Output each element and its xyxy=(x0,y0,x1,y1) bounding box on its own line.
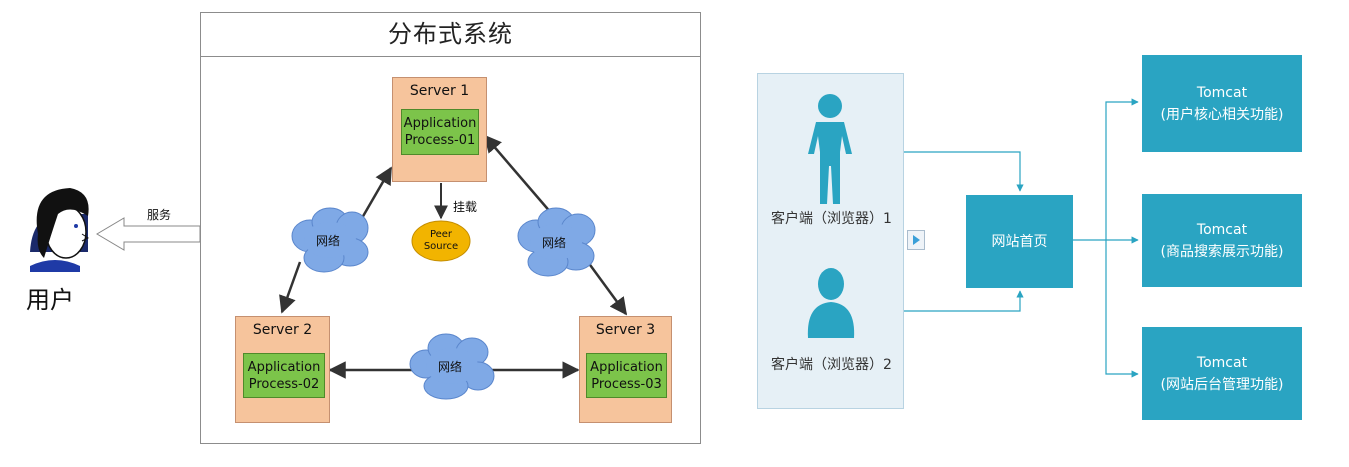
server-label: Server 3 xyxy=(595,322,656,338)
service-arrow xyxy=(96,217,201,251)
server-1: Server 1 Application Process-01 xyxy=(392,77,487,182)
server-2: Server 2 Application Process-02 xyxy=(235,316,330,423)
cloud-s1-arrow xyxy=(483,134,553,215)
play-icon[interactable] xyxy=(907,230,925,250)
distributed-system-frame xyxy=(200,12,701,444)
network-cloud-bottom xyxy=(409,333,495,400)
client-2-label: 客户端（浏览器）2 xyxy=(771,357,892,373)
user-label: 用户 xyxy=(26,286,74,314)
network-label-left: 网络 xyxy=(316,234,341,248)
homepage-tomcat1-connector xyxy=(1105,98,1139,240)
application-process: Application Process-01 xyxy=(401,109,479,155)
tomcat-desc: (用户核心相关功能) xyxy=(1160,106,1284,123)
cloud-s3-arrow xyxy=(583,257,628,316)
person-silhouette-icon xyxy=(807,268,855,338)
tomcat-desc: (商品搜索展示功能) xyxy=(1160,243,1284,260)
homepage-tomcat3-connector xyxy=(1105,240,1139,378)
network-label-bottom: 网络 xyxy=(438,360,463,374)
user-head-icon xyxy=(30,188,89,272)
network-label-right: 网络 xyxy=(542,236,567,250)
client2-homepage-connector xyxy=(858,290,1024,312)
tomcat-name: Tomcat xyxy=(1196,84,1248,101)
tomcat-desc: (网站后台管理功能) xyxy=(1160,376,1284,393)
tomcat-box-1: Tomcat (用户核心相关功能) xyxy=(1142,55,1302,152)
person-icon xyxy=(808,94,852,204)
network-cloud-right xyxy=(517,207,596,277)
tomcat-box-3: Tomcat (网站后台管理功能) xyxy=(1142,327,1302,420)
homepage-label: 网站首页 xyxy=(991,233,1048,250)
application-process: Application Process-03 xyxy=(586,353,667,398)
tomcat-name: Tomcat xyxy=(1196,221,1248,238)
homepage-box: 网站首页 xyxy=(966,195,1073,288)
peer-source-label: Peer Source xyxy=(423,229,459,252)
diagram-title: 分布式系统 xyxy=(388,20,513,48)
server-label: Server 1 xyxy=(409,83,470,99)
mount-label: 挂载 xyxy=(453,200,478,214)
title-bar xyxy=(200,12,701,57)
server-3: Server 3 Application Process-03 xyxy=(579,316,672,423)
server-label: Server 2 xyxy=(252,322,313,338)
tomcat-name: Tomcat xyxy=(1196,354,1248,371)
client1-homepage-connector xyxy=(858,151,1024,192)
application-process: Application Process-02 xyxy=(243,353,325,398)
service-label: 服务 xyxy=(147,208,172,222)
tomcat-box-2: Tomcat (商品搜索展示功能) xyxy=(1142,194,1302,287)
client-1-label: 客户端（浏览器）1 xyxy=(771,211,892,227)
peer-source-node xyxy=(411,220,471,262)
network-cloud-left xyxy=(291,207,369,273)
cloud-s2-arrow xyxy=(279,261,302,314)
